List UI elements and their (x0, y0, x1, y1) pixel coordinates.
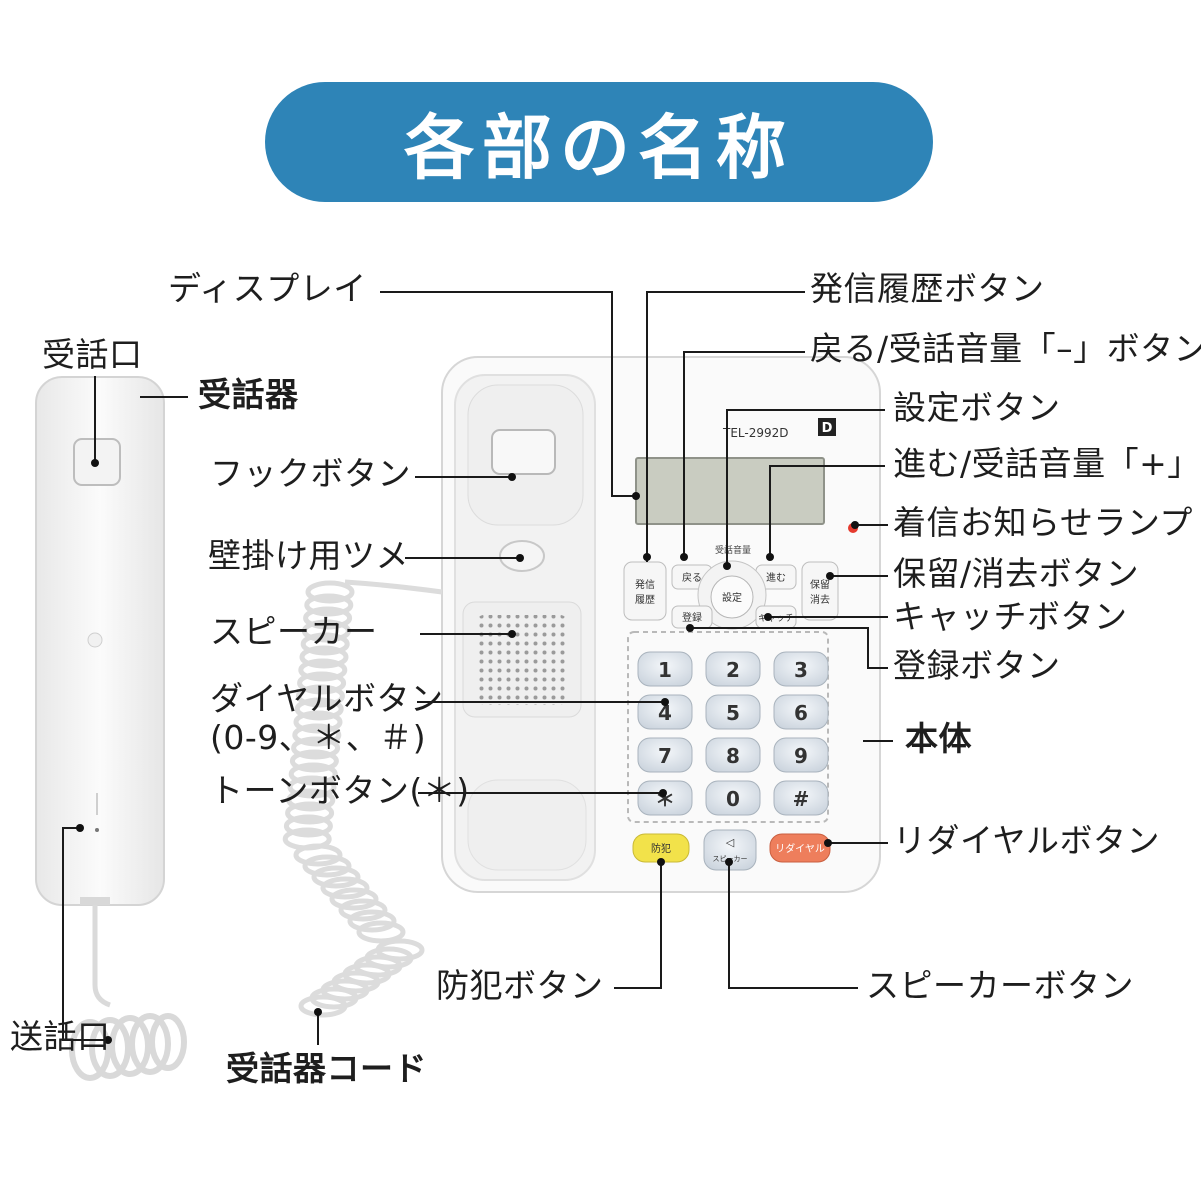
label-speaker: スピーカー (210, 613, 378, 651)
dial-key-label: 7 (658, 744, 672, 768)
label-earpiece: 受話口 (42, 336, 143, 374)
history-btn[interactable] (624, 562, 666, 620)
label-catch-button: キャッチボタン (893, 598, 1128, 636)
volume-label: 受話音量 (715, 544, 751, 556)
svg-text:保留: 保留 (810, 578, 830, 591)
svg-text:消去: 消去 (810, 593, 830, 606)
svg-text:登録: 登録 (682, 611, 702, 624)
speaker-grille (476, 615, 568, 705)
svg-text:履歴: 履歴 (635, 594, 655, 606)
label-dial-buttons-1: ダイヤルボタン (210, 680, 444, 718)
dial-key-label: 3 (794, 658, 808, 682)
handset (36, 377, 164, 1005)
svg-text:◁: ◁ (726, 836, 735, 849)
dial-key-label: 1 (658, 658, 672, 682)
hold-btn[interactable] (802, 562, 838, 620)
label-handset-cord: 受話器コード (226, 1050, 427, 1088)
label-forward-button: 進む/受話音量「+」 (893, 445, 1201, 483)
hook-button[interactable] (492, 430, 555, 474)
svg-text:リダイヤル: リダイヤル (775, 842, 825, 855)
dial-key-label: # (793, 787, 810, 811)
label-back-button: 戻る/受話音量「–」ボタン (810, 330, 1201, 368)
label-display: ディスプレイ (168, 270, 367, 308)
svg-text:戻る: 戻る (682, 571, 702, 584)
label-speaker-button: スピーカーボタン (866, 967, 1134, 1005)
lcd-display (636, 458, 824, 524)
label-set-button: 設定ボタン (893, 389, 1061, 427)
label-hook-button: フックボタン (210, 455, 411, 493)
dial-key-label: 5 (726, 701, 740, 725)
dial-key-label: 0 (726, 787, 740, 811)
model-text: TEL-2992D (722, 426, 789, 440)
dial-key-label: 2 (726, 658, 740, 682)
phone-base: TEL-2992D D 受話音量 発信 履歴 戻る 進む 設定 登録 キャッチ … (442, 357, 880, 892)
label-tone-button: トーンボタン(＊) (210, 772, 470, 810)
dial-key-label: 9 (794, 744, 808, 768)
dial-key-label: 8 (726, 744, 740, 768)
label-dial-buttons-2: (0-9、＊、＃) (210, 719, 426, 757)
svg-text:防犯: 防犯 (651, 842, 671, 855)
label-body: 本体 (905, 720, 972, 758)
brand-mark: D (822, 421, 833, 436)
label-wall-hook: 壁掛け用ツメ (208, 537, 409, 575)
label-mouthpiece: 送話口 (10, 1018, 111, 1056)
dial-key-label: 6 (794, 701, 808, 725)
label-handset: 受話器 (198, 376, 299, 414)
svg-text:進む: 進む (766, 572, 786, 584)
label-redial-button: リダイヤルボタン (893, 822, 1160, 860)
label-register-button: 登録ボタン (893, 647, 1061, 685)
label-incoming-lamp: 着信お知らせランプ (893, 504, 1193, 542)
label-hold-button: 保留/消去ボタン (893, 555, 1139, 593)
label-history-button: 発信履歴ボタン (810, 270, 1045, 308)
svg-text:キャッチ: キャッチ (758, 613, 794, 624)
svg-text:発信: 発信 (635, 578, 655, 591)
label-crime-button: 防犯ボタン (436, 967, 604, 1005)
svg-text:設定: 設定 (722, 591, 742, 604)
